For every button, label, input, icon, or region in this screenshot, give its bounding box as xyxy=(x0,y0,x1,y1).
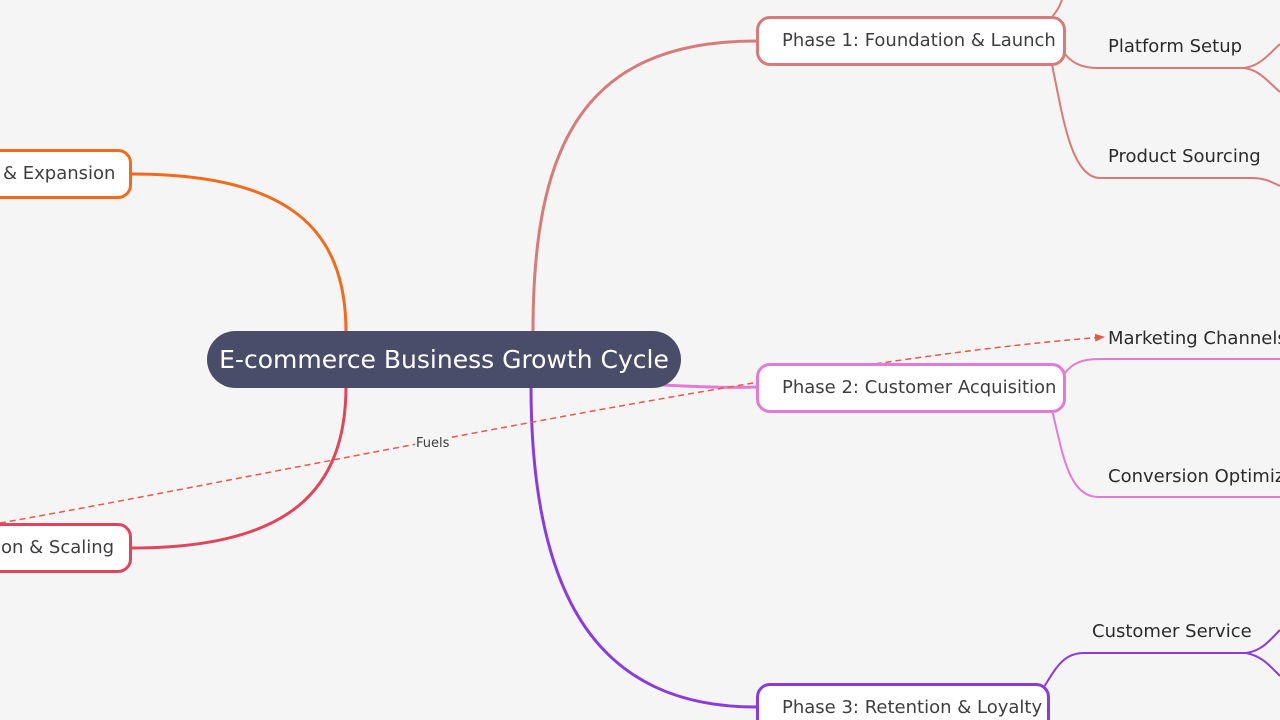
phase-label-retention: Phase 3: Retention & Loyalty xyxy=(782,697,1043,718)
sub-line-foundation-top xyxy=(1051,0,1063,18)
sub-line-platform-setup-out-2 xyxy=(1243,67,1280,93)
branch-line-expansion xyxy=(131,172,348,333)
sub-line-customer-service-out-1 xyxy=(1245,629,1280,654)
topic-conversion-optimization[interactable]: Conversion Optimiza xyxy=(1108,466,1280,487)
sub-line-marketing-channels xyxy=(1063,358,1280,375)
topic-marketing-channels[interactable]: Marketing Channels xyxy=(1108,328,1280,349)
central-topic-label: E-commerce Business Growth Cycle xyxy=(219,345,669,374)
phase-label-foundation: Phase 1: Foundation & Launch xyxy=(782,30,1056,51)
topic-product-sourcing[interactable]: Product Sourcing xyxy=(1108,146,1261,167)
sub-line-product-sourcing-out xyxy=(1251,177,1280,187)
phase-label-expansion: & Expansion xyxy=(3,163,116,184)
phase-node-foundation[interactable]: Phase 1: Foundation & Launch xyxy=(756,16,1066,66)
sub-line-product-sourcing xyxy=(1051,64,1252,179)
sub-line-customer-service xyxy=(1041,652,1246,691)
sub-line-platform-setup-out-1 xyxy=(1243,43,1280,69)
branch-line-foundation xyxy=(531,39,757,333)
phase-node-acquisition[interactable]: Phase 2: Customer Acquisition xyxy=(756,363,1066,413)
branch-line-scaling xyxy=(131,385,348,550)
relationship-fuels-line[interactable] xyxy=(0,333,1105,524)
sub-line-conversion xyxy=(1051,409,1280,498)
topic-platform-setup[interactable]: Platform Setup xyxy=(1108,36,1243,57)
phase-node-expansion[interactable]: & Expansion xyxy=(0,149,132,199)
phase-node-scaling[interactable]: on & Scaling xyxy=(0,523,132,573)
phase-node-retention[interactable]: Phase 3: Retention & Loyalty xyxy=(756,683,1050,720)
topic-customer-service[interactable]: Customer Service xyxy=(1092,621,1252,642)
sub-line-customer-service-out-2 xyxy=(1245,652,1280,677)
branch-line-acquisition xyxy=(661,383,757,389)
phase-label-acquisition: Phase 2: Customer Acquisition xyxy=(782,377,1057,398)
phase-label-scaling: on & Scaling xyxy=(1,537,115,558)
relationship-label[interactable]: Fuels xyxy=(415,436,451,451)
branch-line-retention xyxy=(529,385,757,709)
central-topic[interactable]: E-commerce Business Growth Cycle xyxy=(207,331,681,388)
